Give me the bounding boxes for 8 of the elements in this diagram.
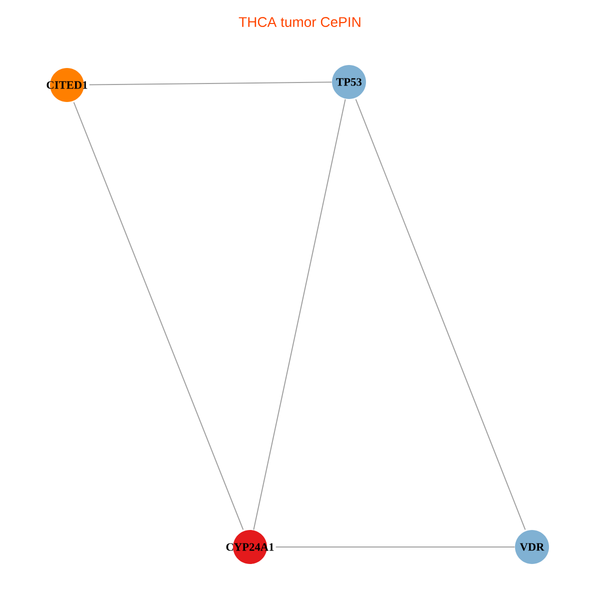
edge-line [73, 102, 244, 530]
edge-line [253, 98, 346, 530]
diagram-title: THCA tumor CePIN [238, 17, 360, 27]
edge-line [88, 82, 332, 86]
edge-line [275, 546, 516, 548]
gene-node: TP53 [332, 65, 366, 99]
edge-line [355, 98, 526, 530]
gene-node: VDR [515, 530, 549, 564]
